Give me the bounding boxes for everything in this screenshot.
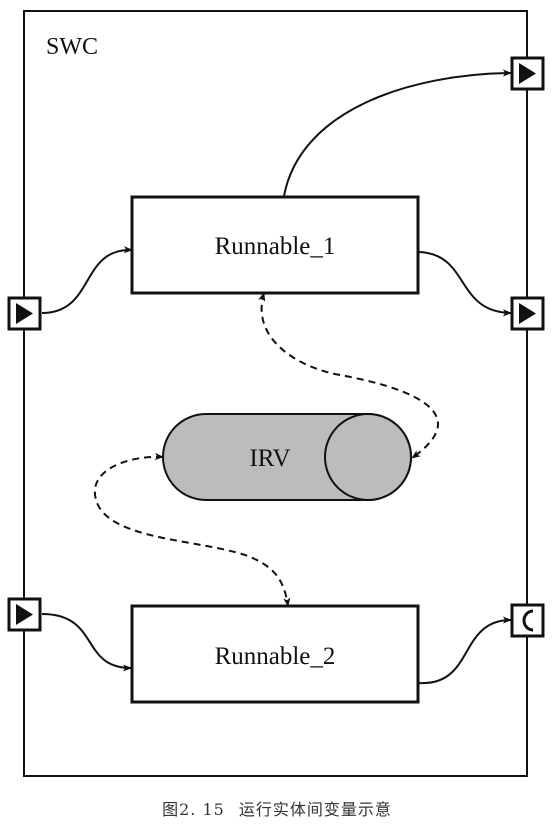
port-left-bottom[interactable] (7, 597, 42, 632)
connector-runnable-2-to-right-bottom-port (418, 616, 512, 685)
figure-caption: 图2. 15 运行实体间变量示意 (0, 796, 554, 820)
irv-cylinder-end (324, 413, 412, 501)
port-right-top[interactable] (510, 56, 545, 91)
runnable-2-box (130, 604, 420, 704)
port-left-top[interactable] (7, 296, 42, 331)
port-right-bottom[interactable] (510, 603, 545, 638)
irv-cylinder[interactable]: IRV (162, 413, 412, 501)
connector-runnable-1-to-right-top-port (283, 69, 512, 197)
runnable-1-label: Runnable_1 (215, 233, 336, 260)
runnable-2-label: Runnable_2 (215, 643, 336, 670)
provider-triangle-icon (16, 303, 33, 324)
connector-runnable-1-to-right-middle-port (418, 251, 512, 317)
provider-triangle-icon (16, 604, 33, 625)
runnable-2[interactable]: Runnable_2 (130, 604, 420, 704)
swc-label: SWC (46, 34, 98, 60)
connector-left-port-to-runnable-1 (41, 246, 133, 314)
provider-triangle-icon (519, 303, 536, 324)
irv-access-runnable-2 (93, 452, 291, 607)
irv-access-runnable-1 (258, 292, 439, 459)
runnable-1[interactable]: Runnable_1 (130, 195, 420, 295)
provider-triangle-icon (519, 63, 536, 84)
caption-text: 运行实体间变量示意 (238, 800, 392, 819)
port-left-top-frame (7, 296, 42, 331)
connector-left-port-to-runnable-2 (41, 613, 132, 672)
port-right-bottom-frame (510, 603, 545, 638)
caption-number: 图2. 15 (162, 800, 225, 819)
irv-label: IRV (249, 445, 290, 472)
swc-component-frame (23, 10, 528, 777)
client-port-icon (522, 609, 534, 632)
port-right-middle[interactable] (510, 296, 545, 331)
